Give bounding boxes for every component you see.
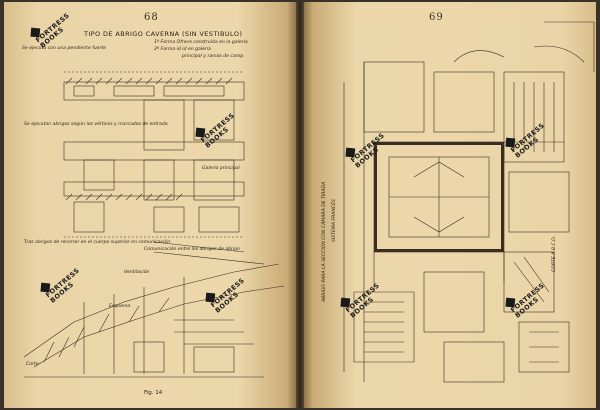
watermark-diamond-icon	[340, 297, 351, 308]
intro-note: Se ejecuta con una pendiente fuerte	[22, 46, 106, 51]
note-esquema: Esquema	[109, 304, 131, 309]
legend-line-1: 1º Forma Ofrece construida en la galería	[154, 40, 248, 45]
note-tras-abrigos: Tras abrigos de recorrer en el cuerpo su…	[24, 240, 171, 245]
vertical-label-system: SISTEMA FRANCÉS	[332, 199, 337, 242]
page-title: TIPO DE ABRIGO CAVERNA (SIN VESTIBULO)	[84, 30, 243, 38]
note-comunicacion: Comunicación entre los abrigos de abrigo	[144, 247, 240, 252]
note-abrigos: Se ejecutan abrigos según los vértices y…	[24, 122, 170, 127]
right-page-number: 69	[429, 12, 444, 23]
left-page-number: 68	[144, 12, 159, 23]
right-section-drawing	[343, 21, 595, 383]
vertical-label-main: ABRIGO PARA LA SECCIÓN CON CÁMARA DE TIR…	[322, 181, 327, 302]
legend-line-2: 2º Forma id id en galería	[154, 47, 211, 52]
left-plan-drawing	[23, 71, 285, 378]
watermark-diamond-icon	[195, 127, 206, 138]
watermark-diamond-icon	[505, 137, 516, 148]
watermark-diamond-icon	[205, 292, 216, 303]
book-spread: 68 TIPO DE ABRIGO CAVERNA (SIN VESTIBULO…	[4, 2, 596, 408]
watermark-diamond-icon	[505, 297, 516, 308]
watermark-diamond-icon	[345, 147, 356, 158]
figure-caption: Fig. 14	[144, 390, 163, 396]
right-page: 69	[304, 2, 596, 408]
watermark-diamond-icon	[40, 282, 51, 293]
book-gutter	[296, 2, 304, 408]
note-ventilacion: Ventilación	[124, 270, 150, 275]
legend-line-3: principal y ramas de camp.	[182, 54, 245, 59]
watermark-diamond-icon	[30, 27, 41, 38]
note-galeria: Galería principal	[202, 166, 240, 171]
note-corte: Corte	[26, 362, 39, 367]
vertical-label-corte: CORTE A.B.C.D.	[552, 235, 557, 272]
left-page: 68 TIPO DE ABRIGO CAVERNA (SIN VESTIBULO…	[4, 2, 296, 408]
